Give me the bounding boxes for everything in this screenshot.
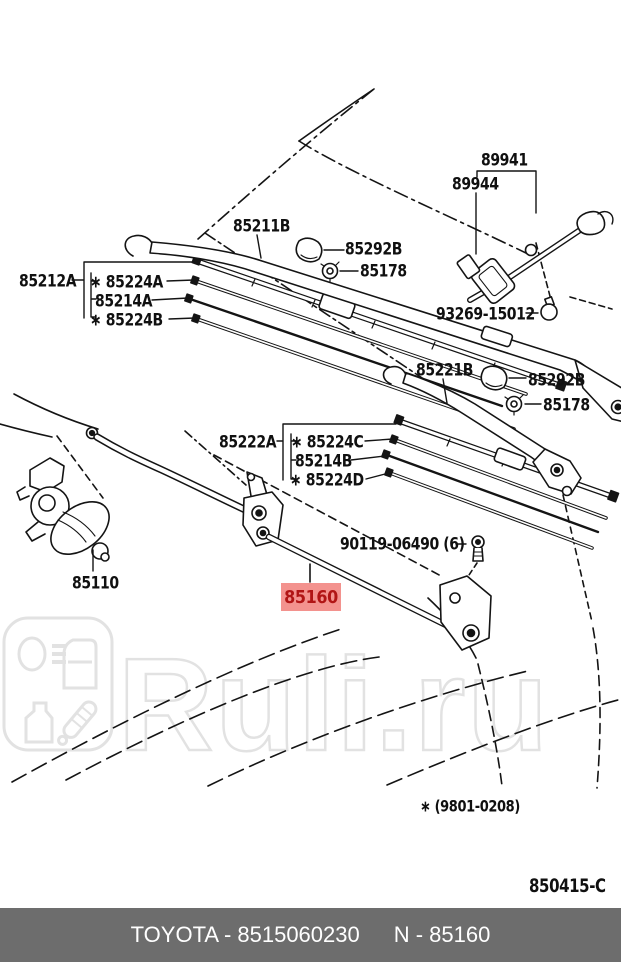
diagram-lineart [0, 88, 621, 789]
footer-reference: N - 85160 [393, 922, 491, 947]
highlighted-part-label[interactable]: 85160 [281, 583, 341, 611]
bolt-90119 [471, 535, 485, 562]
part-label-85214A: 85214A [95, 292, 153, 312]
part-label-85178-upper: 85178 [360, 262, 407, 282]
part-label-85214B: 85214B [295, 452, 352, 472]
watermark-logo [2, 616, 114, 752]
pivot-cap-upper [295, 237, 323, 263]
part-label-85224B: ∗ 85224B [90, 311, 163, 331]
part-label-85211B: 85211B [233, 217, 290, 237]
part-label-85292B-lower: 85292B [528, 371, 585, 391]
footer-brand-partnumber: TOYOTA - 8515060230 [130, 922, 360, 947]
rain-sensor-harness [456, 210, 614, 304]
footer-bar: TOYOTA - 8515060230 N - 85160 [0, 908, 621, 962]
watermark-layer: Ruli.ru [2, 616, 550, 779]
part-label-85224A: ∗ 85224A [90, 273, 163, 293]
wiper-blade-2 [381, 414, 620, 550]
wiper-arm-1 [124, 234, 621, 422]
watermark-text: Ruli.ru [118, 631, 550, 778]
wiper-linkage [85, 426, 492, 651]
wiper-arm-2 [382, 365, 582, 497]
part-label-85110: 85110 [72, 574, 119, 594]
part-label-85224D: ∗ 85224D [290, 471, 364, 491]
part-label-93269-15012: 93269-15012 [436, 305, 535, 325]
leader-lines [71, 170, 542, 583]
diagram-code: 850415-C [529, 875, 606, 897]
pivot-nut-upper [320, 261, 340, 283]
part-label-85221B: 85221B [416, 361, 473, 381]
pivot-nut-lower [504, 394, 524, 416]
production-period-note: ∗ (9801-0208) [420, 798, 520, 817]
part-label-85178-lower: 85178 [543, 396, 590, 416]
wiper-blade-1 [184, 254, 568, 431]
part-label-89941: 89941 [481, 151, 528, 171]
part-label-85222A: 85222A [219, 433, 277, 453]
part-label-85292B-upper: 85292B [345, 240, 402, 260]
part-label-89944: 89944 [452, 175, 499, 195]
wiper-motor [16, 457, 110, 562]
part-label-85212A: 85212A [19, 272, 77, 292]
grommet-93269 [540, 296, 558, 321]
part-label-90119-06490: 90119-06490 (6) [340, 535, 465, 555]
pivot-cap-lower [480, 365, 508, 391]
part-label-85224C: ∗ 85224C [291, 433, 364, 453]
